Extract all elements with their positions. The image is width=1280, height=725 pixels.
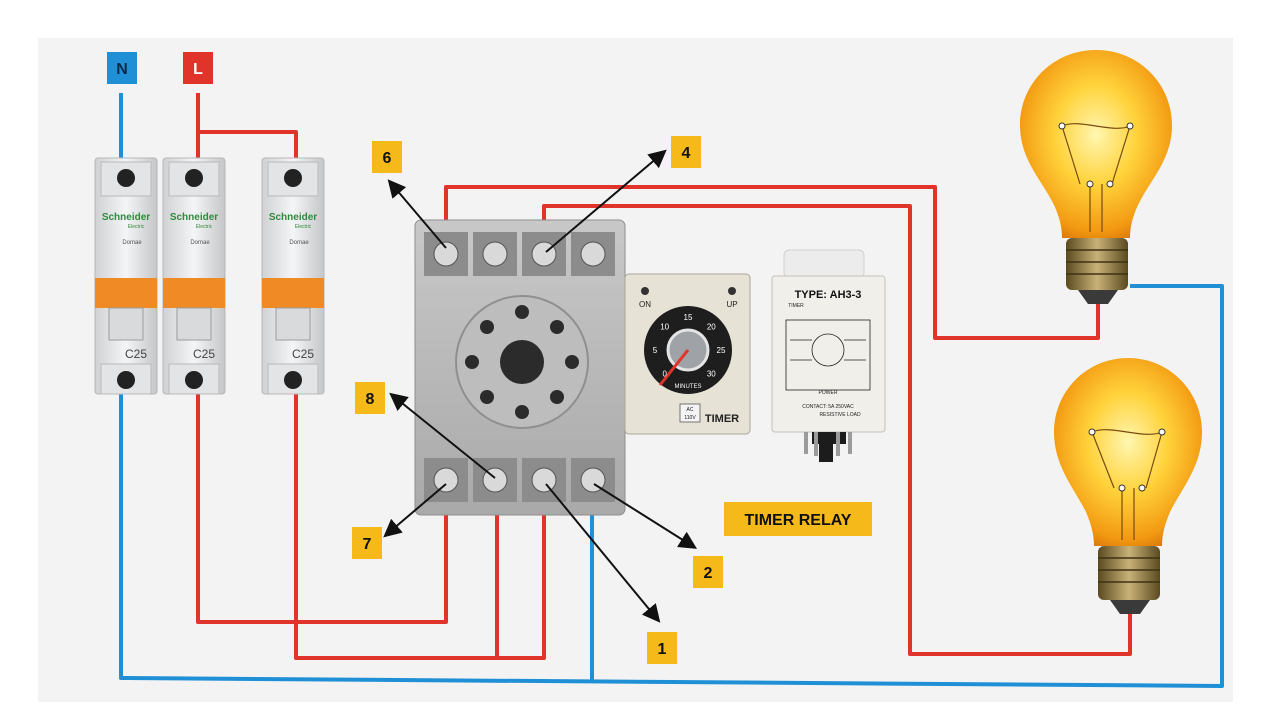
wire-t6-to-lamp1 [444,185,1100,340]
arrow-icon [545,483,661,623]
breaker-sub: Electric [295,224,312,230]
relay-socket-icon [414,219,626,516]
svg-text:7: 7 [363,536,372,553]
timer-module: ON UP 0 5 10 15 20 25 30 MINUTES AC 110V TIMER [624,273,751,435]
dial-tick-label: 30 [707,369,716,378]
line-label: L [193,61,203,78]
breaker-sub: Electric [128,224,145,230]
breaker-model: Domae [289,240,309,246]
breaker-sub: Electric [196,224,213,230]
arrow-icon [389,392,496,479]
wire-neutral-bus [119,284,1224,688]
dial-tick-label: 10 [660,323,669,332]
timer-on-label: ON [639,300,651,309]
timer-up-label: UP [726,300,737,309]
breaker-model: Domae [190,240,210,246]
breaker-rating: C25 [193,347,215,361]
dial-tick-label: 25 [717,346,726,355]
breaker-rating: C25 [125,347,147,361]
voltage-bottom: 110V [684,415,696,421]
relay-contact: CONTACT: 5A 250VAC [802,404,854,410]
svg-text:2: 2 [704,565,713,582]
terminal-tag-2: 2 [693,556,723,588]
wire-breaker3-to-t8-t1 [294,382,546,660]
relay-power: POWER [819,390,838,396]
dial-unit: MINUTES [675,384,702,390]
timer-relay-caption: TIMER RELAY [724,502,872,536]
dial-tick-label: 5 [653,346,658,355]
breaker-toggle[interactable] [262,278,324,308]
light-bulb-icon [1020,50,1172,304]
breaker-rating: C25 [292,347,314,361]
caption-text: TIMER RELAY [745,512,852,529]
arrows [383,149,698,623]
timer-name: TIMER [705,413,739,425]
arrow-icon [593,483,698,549]
relay-sub: TIMER [788,303,804,309]
breaker-brand: Schneider [269,212,317,223]
arrow-icon [545,149,667,253]
terminal-tag-8: 8 [355,382,385,414]
arrow-icon [387,179,447,249]
timer-dial-icon [644,306,732,394]
dial-tick-labels: 0 5 10 15 20 25 30 [653,313,726,378]
timer-relay-module: TYPE: AH3-3 TIMER POWER CONTACT: 5A 250V… [771,249,886,462]
svg-text:4: 4 [682,145,691,162]
breaker-group: SchneiderElectricDomaeC25SchneiderElectr… [94,157,325,395]
terminal-tag-6: 6 [372,141,402,173]
svg-text:8: 8 [366,391,375,408]
relay-type: TYPE: AH3-3 [795,289,862,301]
wire-t4-to-lamp2 [542,204,1132,656]
dial-tick-label: 15 [684,313,693,322]
bottom-terminal-row [424,458,615,502]
breaker-brand: Schneider [170,212,218,223]
terminal-tag-1: 1 [647,632,677,664]
terminal-tag-7: 7 [352,527,382,559]
line-tag: L [183,52,213,84]
breaker-model: Domae [122,240,142,246]
voltage-top: AC [687,407,694,413]
svg-text:1: 1 [658,641,667,658]
terminal-tags: 6 4 8 7 1 2 [352,136,723,664]
dial-tick-label: 0 [662,369,667,378]
neutral-label: N [116,61,128,78]
terminal-tag-4: 4 [671,136,701,168]
wire-breaker2-to-t7 [196,382,448,624]
top-terminal-row [424,232,615,276]
breaker-brand: Schneider [102,212,150,223]
svg-text:6: 6 [383,150,392,167]
light-bulb-icon [1054,358,1202,614]
arrow-icon [383,483,447,538]
breaker-toggle[interactable] [95,278,157,308]
dial-tick-label: 20 [707,323,716,332]
relay-load: RESISTIVE LOAD [819,412,861,418]
breaker-toggle[interactable] [163,278,225,308]
neutral-tag: N [107,52,137,84]
